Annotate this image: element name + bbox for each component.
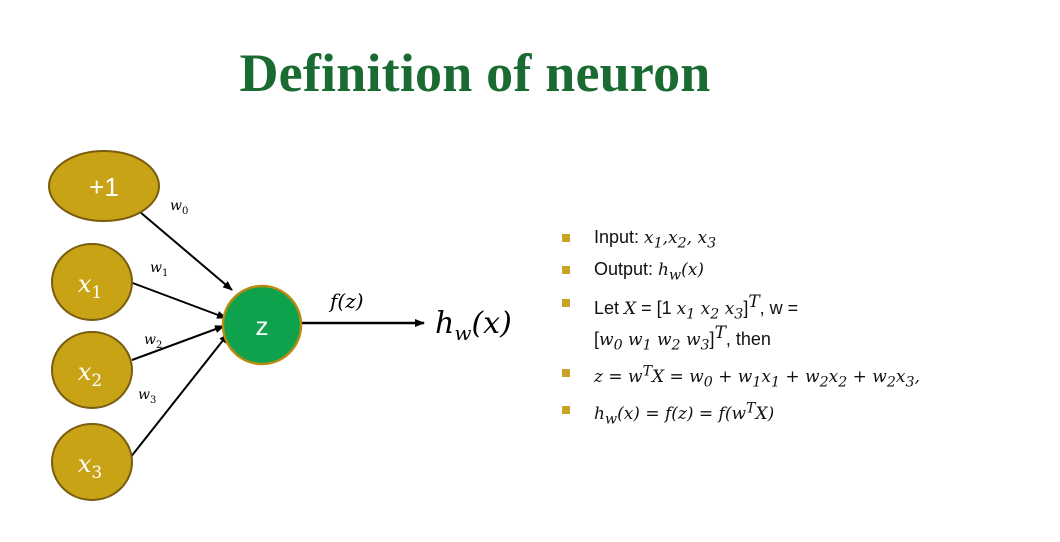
bullet-square-icon (562, 405, 570, 414)
list-item: Let X = [1 x1 x2 x3]T, w =[w0 w1 w2 w3]T… (556, 292, 1036, 356)
bias-node: +1 (48, 150, 160, 222)
output-label: hw(x) (435, 306, 512, 345)
bias-node-label: +1 (89, 172, 119, 202)
bullet-square-icon (562, 266, 570, 275)
input-node-x2: x2 (51, 331, 133, 409)
list-item: hw(x) = f(z) = f(wTX) (556, 400, 1036, 430)
equation-list: Input: x1,x2, x3 Output: hw(x) Let X = [… (556, 227, 1036, 437)
sum-node-label: z (256, 311, 269, 341)
weight-w3: w3 (138, 387, 156, 406)
list-item: z = wTX = w0 + w1x1 + w2x2 + w2x3, (556, 363, 1036, 393)
weight-w2: w2 (144, 332, 162, 351)
svg-text:x3: x3 (78, 450, 102, 483)
input-node-x1: x1 (51, 243, 133, 321)
list-item: Input: x1,x2, x3 (556, 227, 1036, 253)
page-title: Definition of neuron (239, 43, 711, 103)
edge-x1 (129, 281, 227, 319)
bullet-square-icon (562, 234, 570, 242)
activation-label: f(z) (328, 289, 364, 313)
weight-w1: w1 (150, 260, 168, 279)
list-item: Output: hw(x) (556, 260, 1036, 285)
edge-x3 (129, 333, 229, 459)
sum-node: z (221, 284, 303, 366)
bullet-square-icon (562, 298, 570, 307)
edge-x2 (131, 325, 225, 361)
weight-w0: w0 (170, 198, 188, 217)
edge-bias (139, 211, 233, 291)
input-node-x3: x3 (51, 423, 133, 501)
bullet-square-icon (562, 368, 570, 377)
